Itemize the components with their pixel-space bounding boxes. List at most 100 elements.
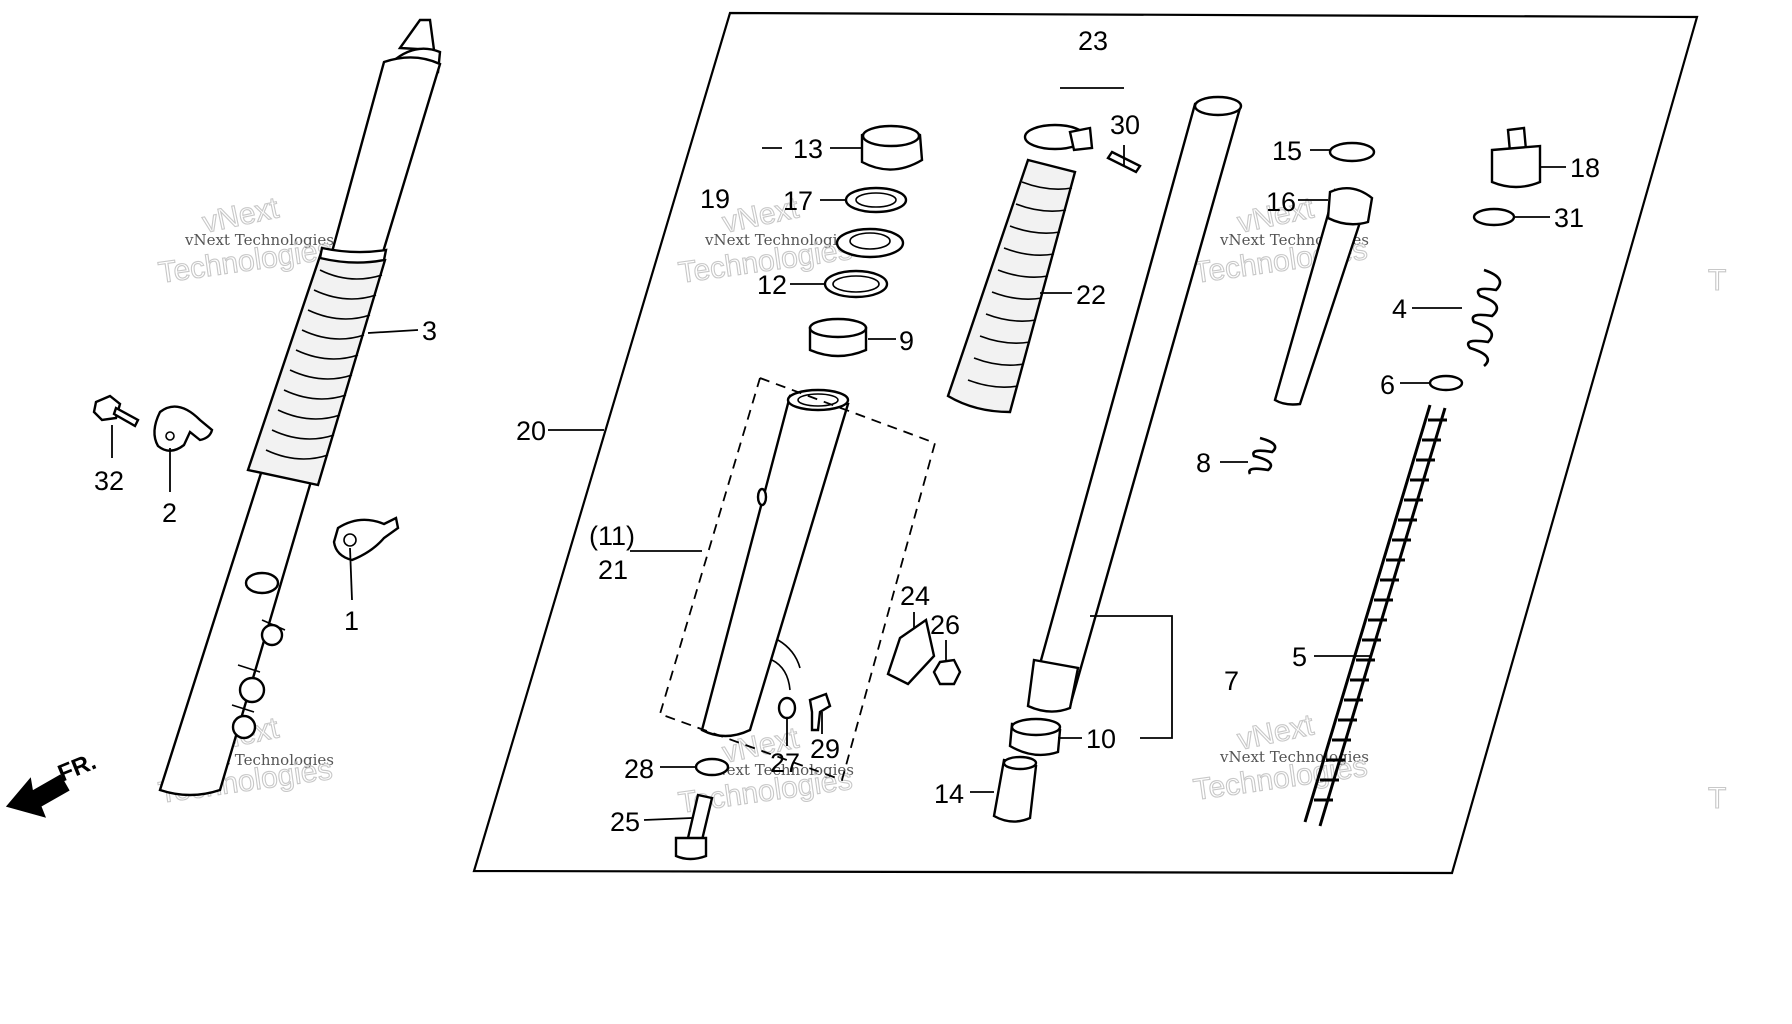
leader-lines	[111, 87, 1566, 821]
part-28-washer	[694, 757, 730, 777]
callouts: 3 32 2 1 13 19 17 12 9 20 (11) 21 23 30 …	[94, 26, 1600, 837]
callout-8: 8	[1196, 448, 1211, 478]
small-washer	[777, 696, 797, 720]
callout-10: 10	[1086, 724, 1116, 754]
slider-lug	[756, 487, 768, 507]
slider-top-inner	[797, 393, 839, 407]
damper-rod-head	[1326, 186, 1374, 226]
part-17-clip	[844, 186, 908, 214]
callout-30: 30	[1110, 110, 1140, 140]
part-2-bracket	[153, 405, 214, 452]
callout-28: 28	[624, 754, 654, 784]
part-24-nut-plate	[886, 617, 936, 686]
socket-bolt-head	[674, 836, 708, 861]
part-oil-seal	[835, 227, 905, 259]
callout-29: 29	[810, 734, 840, 764]
callout-11: (11)	[589, 521, 635, 551]
part-12-washer	[823, 269, 889, 299]
arrow-icon	[5, 774, 70, 818]
part-27-washer	[777, 696, 797, 720]
fork-bracket-detail	[231, 619, 286, 713]
fork-lug	[244, 571, 280, 595]
watermark-top-left: vNext Technologies Technologies vNext	[156, 191, 335, 291]
assembled-fork	[158, 18, 442, 797]
callout-17: 17	[783, 186, 813, 216]
fork-boot-body	[246, 248, 387, 487]
fork-inner-tube	[330, 56, 442, 264]
callout-32: 32	[94, 466, 124, 496]
callout-3: 3	[422, 316, 437, 346]
bushing-top	[808, 317, 868, 339]
callout-1: 1	[344, 606, 359, 636]
callout-2: 2	[162, 498, 177, 528]
callout-26: 26	[930, 610, 960, 640]
slider-top	[786, 388, 850, 412]
oil-seal-inner	[849, 232, 891, 250]
callout-24: 24	[900, 581, 930, 611]
part-9-bushing	[808, 317, 868, 358]
clamp-hole	[343, 533, 357, 547]
callout-31: 31	[1554, 203, 1584, 233]
hex-nut	[932, 658, 962, 686]
clip-inner	[855, 192, 897, 208]
washer-hole	[832, 275, 880, 293]
fork-axle-lugs	[231, 571, 286, 740]
watermark-text: vNext Technologies	[704, 761, 854, 779]
callout-9: 9	[899, 326, 914, 356]
spring-coils	[1466, 268, 1502, 367]
oil-lock-top	[1002, 755, 1038, 771]
watermark-bottom-right: vNext Technologies Technologies vNext	[1191, 708, 1370, 808]
circlip-ring	[1328, 141, 1376, 163]
callout-18: 18	[1570, 153, 1600, 183]
nut-plate-body	[886, 617, 936, 686]
callout-5: 5	[1292, 642, 1307, 672]
inner-tube-bottom	[1026, 658, 1080, 713]
slider-bracket	[771, 639, 801, 691]
part-16-damper-rod	[1273, 186, 1374, 406]
callout-27: 27	[770, 748, 800, 778]
callout-4: 4	[1392, 294, 1407, 324]
slider-body	[700, 394, 850, 738]
leader-1	[349, 547, 353, 601]
part-7-inner-tube	[1026, 95, 1243, 713]
parts-frame	[472, 11, 1699, 875]
part-18-cap-bolt	[1490, 126, 1542, 189]
fork-boot	[246, 248, 387, 487]
front-label: FR.	[54, 748, 100, 788]
short-spring-coils	[1248, 436, 1277, 475]
callout-12: 12	[757, 270, 787, 300]
bolt-shank	[112, 406, 140, 428]
oil-lock-piece	[992, 758, 1038, 823]
part-13-seal-cap	[860, 124, 924, 171]
bracket-plate	[153, 405, 214, 452]
callout-7: 7	[1224, 666, 1239, 696]
part-21-fork-slider	[700, 388, 850, 738]
callout-6: 6	[1380, 370, 1395, 400]
callout-19: 19	[700, 184, 730, 214]
part-14-piece	[992, 755, 1038, 823]
front-direction-arrow: FR.	[5, 748, 100, 818]
watermark-group: vNext Technologies Technologies vNext vN…	[156, 191, 1727, 821]
part-4-spring	[1466, 268, 1502, 367]
fork-lug	[231, 714, 257, 740]
callout-25: 25	[610, 807, 640, 837]
watermark-edge-glyph: T	[1708, 264, 1726, 297]
callout-20: 20	[516, 416, 546, 446]
fork-lug	[238, 676, 266, 704]
watermark-edge-glyph: T	[1708, 782, 1726, 815]
callout-15: 15	[1272, 136, 1302, 166]
spring-seat	[1428, 374, 1464, 392]
part-1-clamp	[332, 516, 400, 562]
fork-boot-rib	[265, 269, 383, 460]
part-5-main-spring	[1303, 404, 1447, 827]
part-8-spring	[1248, 436, 1277, 475]
part-31-o-ring	[1472, 207, 1516, 227]
callout-22: 22	[1076, 280, 1106, 310]
fork-cap	[397, 18, 436, 52]
leader-7	[1090, 615, 1173, 739]
washer-ring	[823, 269, 889, 299]
fork-clamp-band	[318, 246, 388, 264]
drain-washer	[694, 757, 730, 777]
lower-bushing-top	[1010, 717, 1062, 737]
